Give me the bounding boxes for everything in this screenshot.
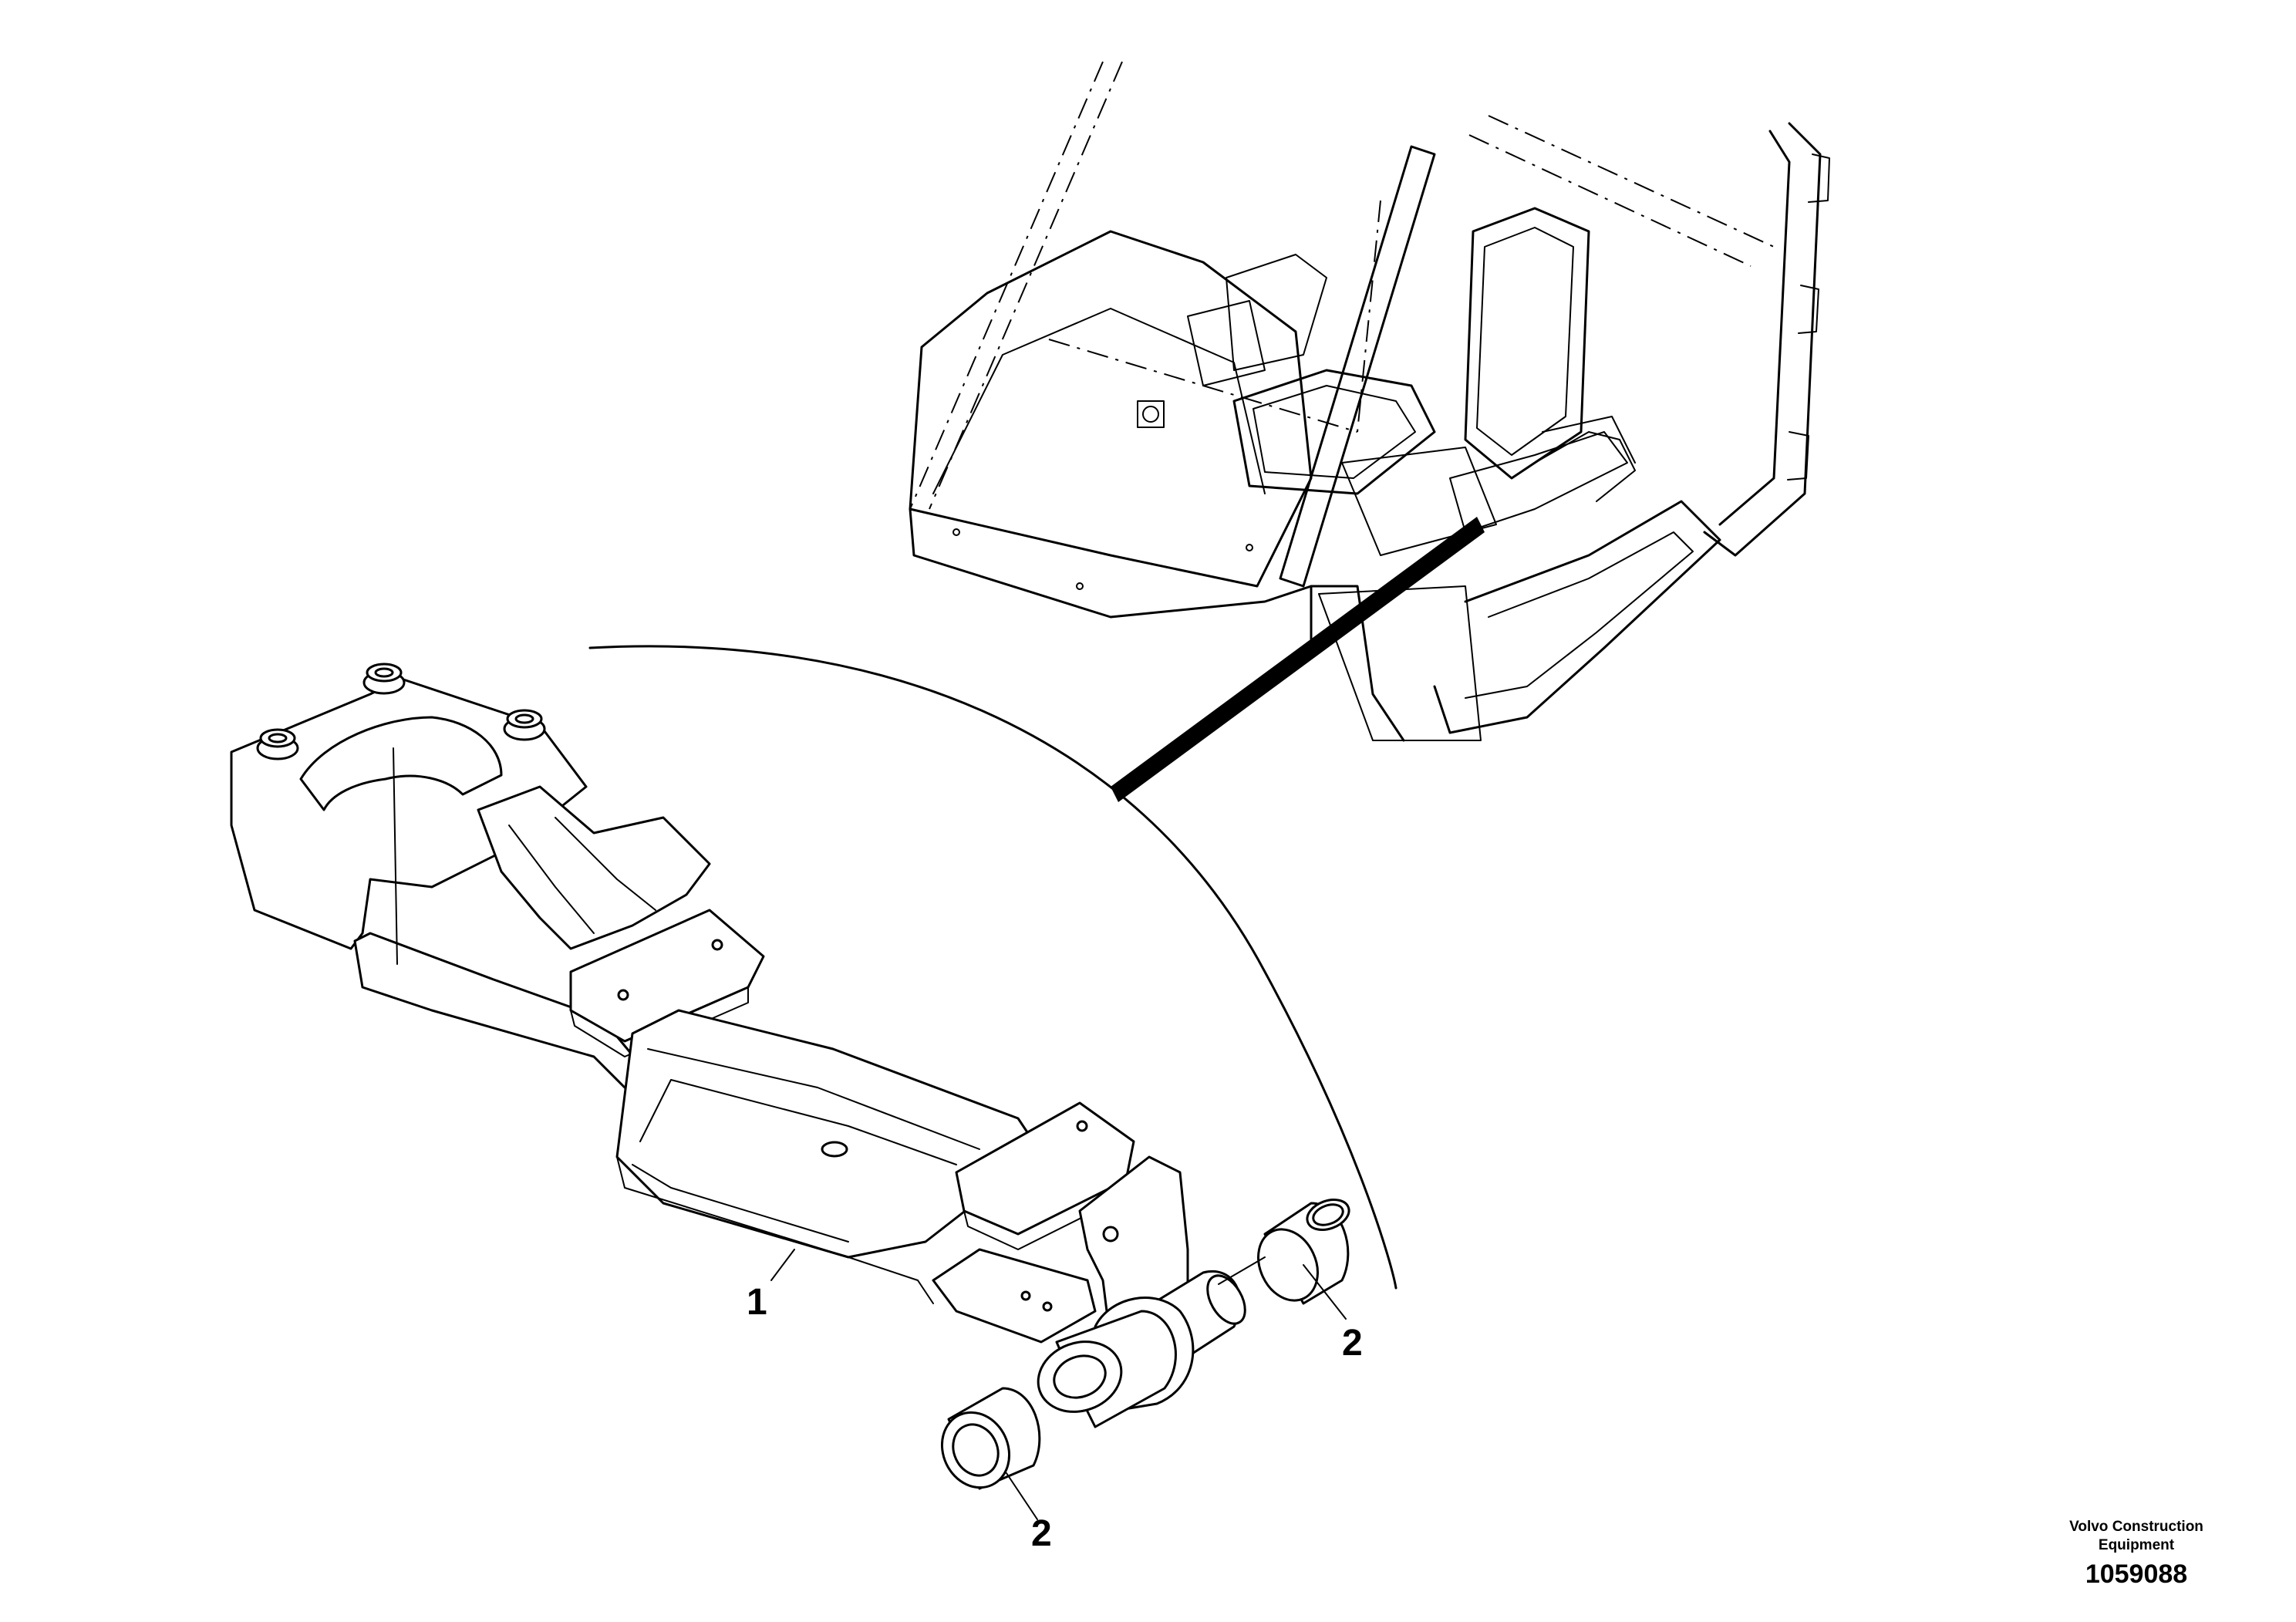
leader-axis-upper bbox=[1218, 1256, 1266, 1285]
pad-1-hole-2 bbox=[617, 989, 629, 1001]
bracket-lower-pad bbox=[932, 1248, 1097, 1344]
cab-lower-body-left bbox=[909, 508, 1313, 657]
cab-front-pillar-left-inner bbox=[929, 61, 1123, 510]
drawing-number: 1059088 bbox=[2085, 1560, 2188, 1589]
arm-slot-hole bbox=[821, 1141, 848, 1158]
lower-pad-hole-1 bbox=[1020, 1290, 1031, 1301]
cab-rear-pillar bbox=[1703, 122, 1822, 557]
brand-line-2: Equipment bbox=[2098, 1537, 2175, 1553]
cab-dashboard-panel bbox=[932, 308, 1266, 494]
pivot-tube-end bbox=[1206, 1274, 1246, 1325]
detail-circle-arc bbox=[588, 645, 1397, 1290]
bracket-mount-pad-1-edge bbox=[570, 986, 749, 1057]
brand-line-1: Volvo Construction bbox=[2069, 1519, 2203, 1535]
cab-overview bbox=[909, 61, 1830, 742]
leader-line-2b bbox=[1006, 1472, 1038, 1520]
callout-2-upper: 2 bbox=[1342, 1323, 1363, 1364]
cab-bolt-2 bbox=[1076, 582, 1084, 590]
bracket-top-cutout bbox=[299, 716, 503, 811]
cab-seat-bracket-arm bbox=[1534, 431, 1636, 502]
cab-seat-cushion bbox=[1232, 369, 1436, 495]
cab-fender-inner bbox=[1465, 531, 1694, 699]
cab-dashboard-plug-hole bbox=[1142, 406, 1159, 423]
cab-seat-bracket-rail bbox=[1542, 416, 1636, 464]
boss-2 bbox=[256, 728, 299, 760]
cab-seat-base bbox=[1341, 447, 1497, 556]
cab-dashboard-plug bbox=[1137, 400, 1165, 428]
boss-1 bbox=[362, 663, 406, 695]
cab-lower-body-center bbox=[1310, 585, 1405, 742]
bracket-step-line-2 bbox=[555, 817, 656, 911]
cab-seat-backrest bbox=[1464, 207, 1590, 480]
pad-2-hole bbox=[1076, 1120, 1088, 1132]
brand-label: Volvo Construction Equipment bbox=[2036, 1518, 2237, 1555]
cab-rear-pillar-hinge-3 bbox=[1787, 431, 1809, 481]
bracket-long-arm-inner-2 bbox=[639, 1079, 957, 1165]
cab-fender bbox=[1433, 500, 1721, 734]
leader-line-1 bbox=[770, 1249, 795, 1281]
cab-center-pillar bbox=[1279, 145, 1436, 588]
lower-housing-bore-inner bbox=[1053, 1354, 1107, 1399]
boss-3 bbox=[503, 709, 546, 741]
cab-rear-pillar-hinge-1 bbox=[1808, 153, 1830, 203]
cab-control-bracket-2 bbox=[1187, 300, 1266, 386]
callout-1: 1 bbox=[747, 1282, 767, 1323]
cab-roof-line-2 bbox=[1468, 134, 1752, 267]
cab-control-bracket bbox=[1226, 254, 1327, 371]
cab-dashboard-outline bbox=[909, 230, 1313, 588]
cab-rear-pillar-hinge-2 bbox=[1798, 285, 1819, 334]
bracket-long-arm bbox=[615, 1009, 1035, 1259]
bracket-long-arm-bottom bbox=[616, 1156, 934, 1304]
detail-leader-wedge bbox=[1111, 517, 1485, 802]
cab-seat-backrest-inner bbox=[1476, 227, 1574, 456]
callout-2-lower: 2 bbox=[1031, 1513, 1052, 1554]
bracket-step-channel bbox=[477, 785, 711, 950]
cab-bolt-1 bbox=[952, 528, 960, 536]
cab-bolt-3 bbox=[1246, 544, 1253, 551]
bracket-web-line bbox=[393, 747, 398, 965]
pivot-arm-hole bbox=[1102, 1226, 1119, 1243]
cab-seat-cushion-inner bbox=[1253, 385, 1416, 479]
bracket-long-arm-inner-3 bbox=[632, 1164, 849, 1243]
bushing-upper bbox=[1257, 1199, 1350, 1305]
cab-rear-pillar-inner bbox=[1718, 130, 1791, 526]
leader-line-2a bbox=[1303, 1264, 1347, 1320]
cab-front-pillar-left bbox=[909, 61, 1104, 510]
bracket-long-arm-inner-1 bbox=[647, 1048, 980, 1150]
bracket-step-line-1 bbox=[508, 824, 595, 934]
bushing-lower bbox=[940, 1387, 1041, 1490]
cab-lower-plate bbox=[1318, 585, 1482, 741]
lower-pad-hole-2 bbox=[1042, 1301, 1053, 1312]
bracket-part-1 bbox=[230, 663, 1246, 1428]
cab-roof-line bbox=[1488, 115, 1775, 248]
pad-1-hole-1 bbox=[711, 939, 723, 951]
